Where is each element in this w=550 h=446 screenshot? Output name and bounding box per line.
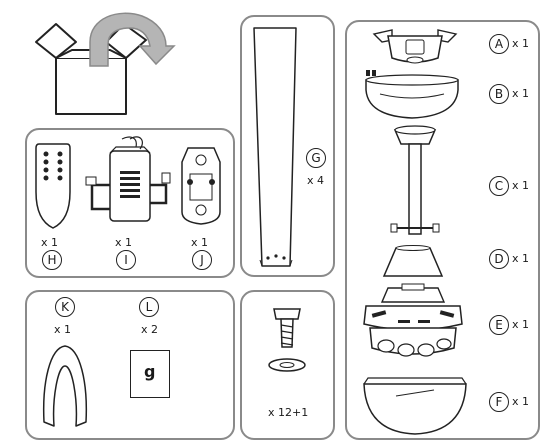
part-e-badge: E (489, 315, 509, 335)
part-l-badge: L (139, 297, 159, 317)
remote-control-illustration (35, 143, 71, 229)
part-i-badge: I (116, 250, 136, 270)
part-a-badge: A (489, 34, 509, 54)
part-k-qty: x 1 (54, 323, 72, 336)
fan-blade-illustration (253, 27, 297, 267)
part-d-qty: x 1 (512, 252, 530, 265)
part-l-qty: x 2 (141, 323, 159, 336)
part-c-badge: C (489, 176, 509, 196)
blade-balancing-clip-illustration (42, 345, 88, 427)
part-f-qty: x 1 (512, 395, 530, 408)
mounting-bracket-illustration (181, 147, 221, 225)
light-shade-illustration (363, 377, 467, 435)
part-e-qty: x 1 (512, 318, 530, 331)
part-c-qty: x 1 (512, 179, 530, 192)
part-j-qty: x 1 (191, 236, 209, 249)
ceiling-bracket-illustration (372, 29, 458, 64)
balancing-weight-bag-text: g (144, 362, 156, 381)
part-f-badge: F (489, 392, 509, 412)
screw-and-washer-illustration (268, 308, 306, 372)
screws-qty: x 12+1 (268, 406, 309, 419)
open-box-icon (35, 23, 147, 115)
balancing-weight-bag (130, 350, 170, 398)
part-a-qty: x 1 (512, 37, 530, 50)
part-b-badge: B (489, 84, 509, 104)
downrod-illustration (390, 125, 440, 235)
part-h-qty: x 1 (41, 236, 59, 249)
part-k-badge: K (55, 297, 75, 317)
curved-arrow-icon (89, 12, 176, 67)
part-d-badge: D (489, 249, 509, 269)
motor-housing-illustration (363, 283, 463, 357)
coupling-cover-illustration (382, 245, 444, 277)
part-i-qty: x 1 (115, 236, 133, 249)
part-g-qty: x 4 (307, 174, 325, 187)
part-g-badge: G (306, 148, 326, 168)
part-h-badge: H (42, 250, 62, 270)
canopy-illustration (365, 70, 459, 119)
receiver-illustration (85, 136, 171, 222)
part-b-qty: x 1 (512, 87, 530, 100)
part-j-badge: J (192, 250, 212, 270)
